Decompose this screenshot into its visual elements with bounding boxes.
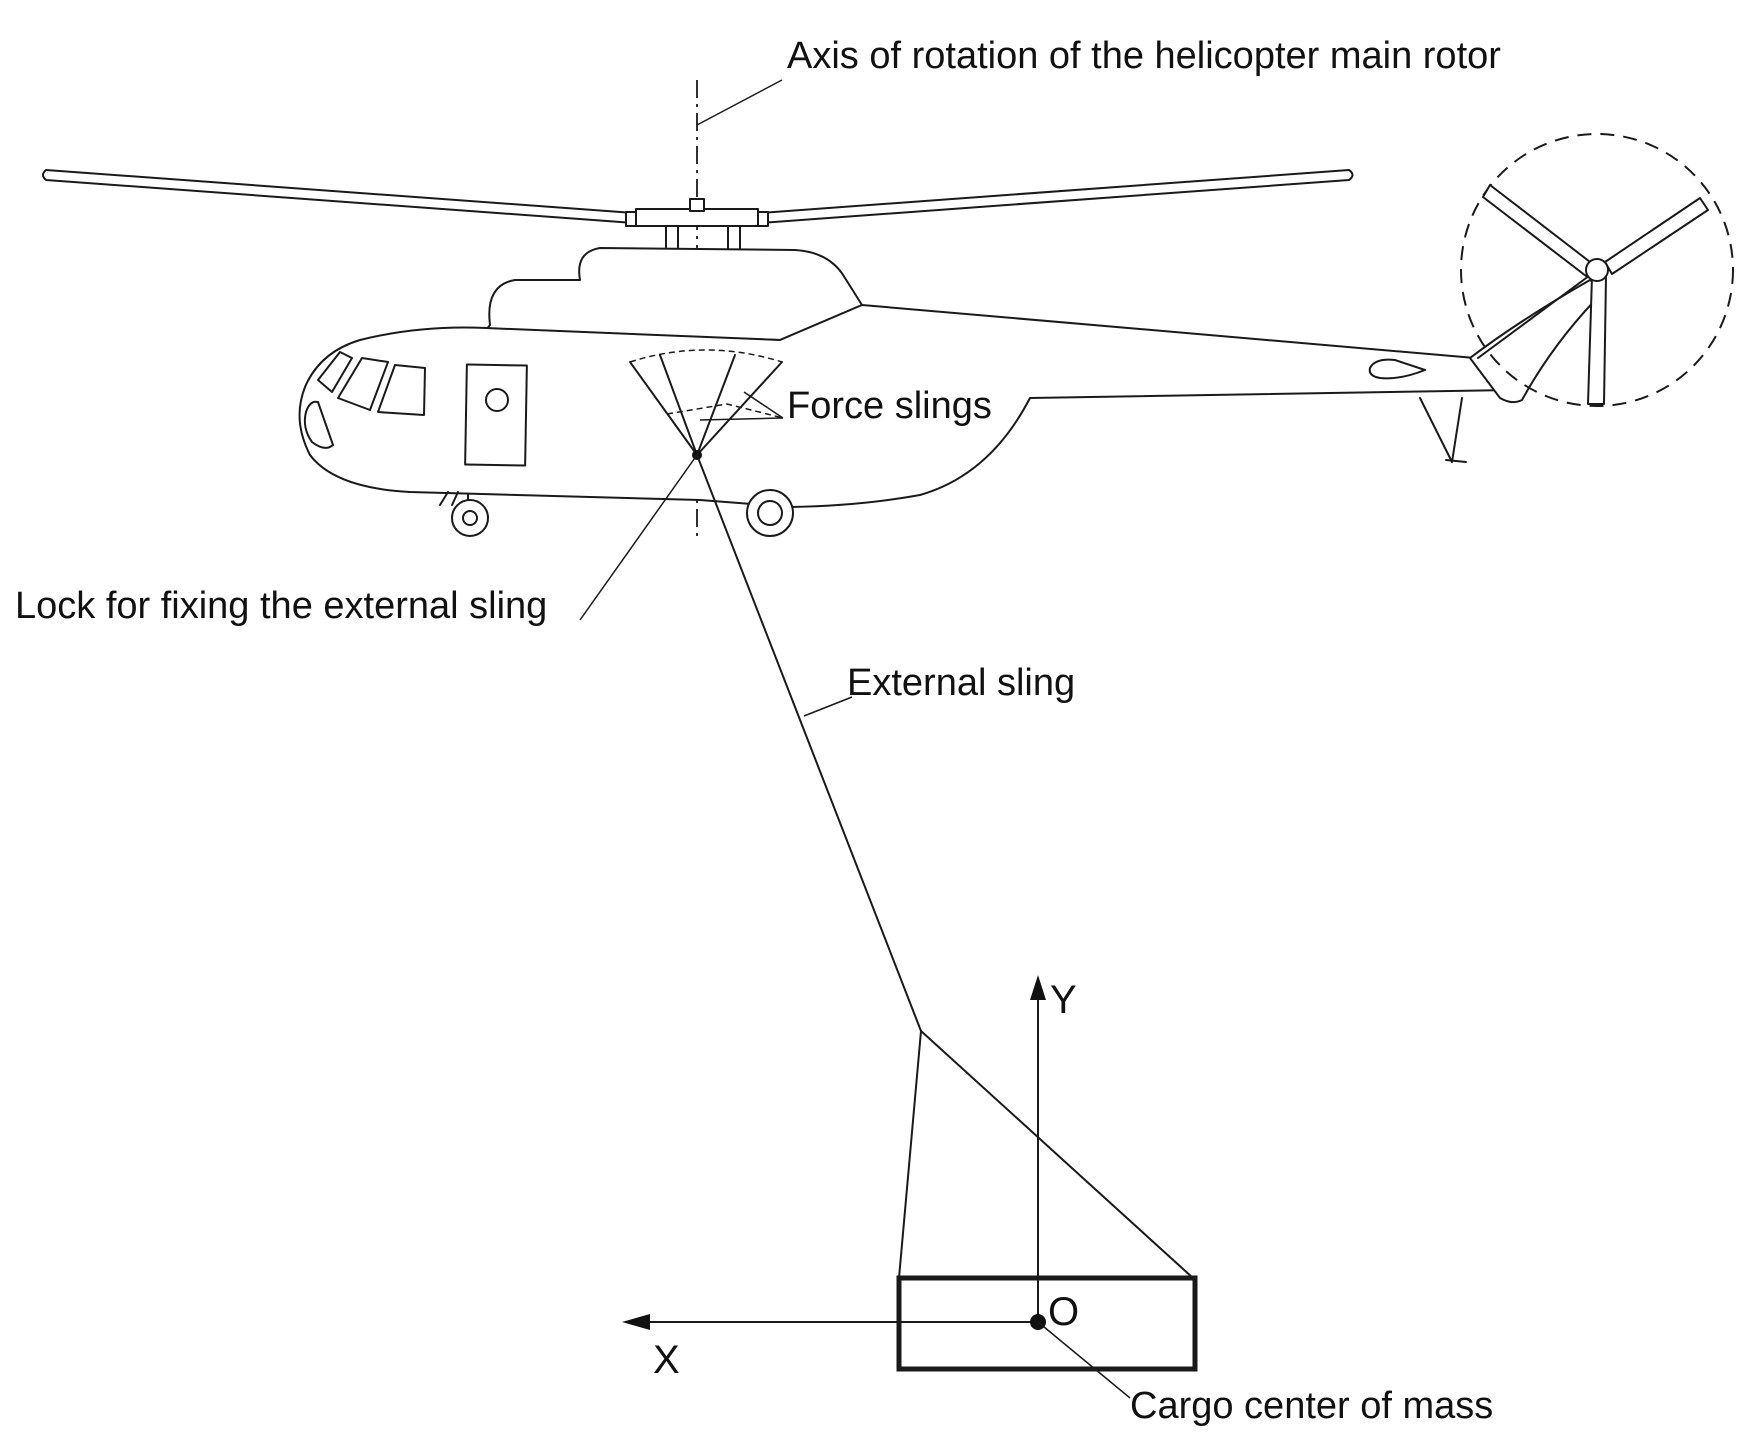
rotor-axis-label: Axis of rotation of the helicopter main … (787, 35, 1501, 77)
main-landing-gear (746, 489, 794, 537)
main-rotor (42, 169, 1354, 251)
cockpit-windows (303, 351, 426, 449)
nose-landing-gear (439, 491, 489, 537)
side-door (464, 363, 528, 467)
tail-rotor (1460, 133, 1734, 407)
cargo-box (896, 1275, 1198, 1372)
lock-label: Lock for fixing the external sling (15, 585, 547, 627)
external-sling-leader (803, 696, 853, 717)
cargo-cm-leader (1037, 1321, 1131, 1399)
y-axis-label: Y (1050, 978, 1077, 1022)
tail-rotor-disc (1460, 133, 1734, 407)
force-slings-label: Force slings (787, 385, 992, 427)
cargo-slings (898, 1030, 1194, 1279)
origin-label: O (1048, 1290, 1079, 1334)
y-axis (1030, 975, 1046, 1323)
helicopter-fuselage (298, 247, 1606, 508)
cargo-cm-label: Cargo center of mass (1130, 1385, 1493, 1427)
rotor-axis-leader (696, 79, 783, 126)
external-sling-label: External sling (847, 662, 1075, 704)
external-sling-line (696, 454, 922, 1032)
lock-leader (579, 454, 698, 621)
tail-skid (1419, 397, 1467, 463)
force-slings (629, 349, 784, 456)
x-axis-label: X (653, 1338, 680, 1382)
x-axis (622, 1314, 1039, 1330)
